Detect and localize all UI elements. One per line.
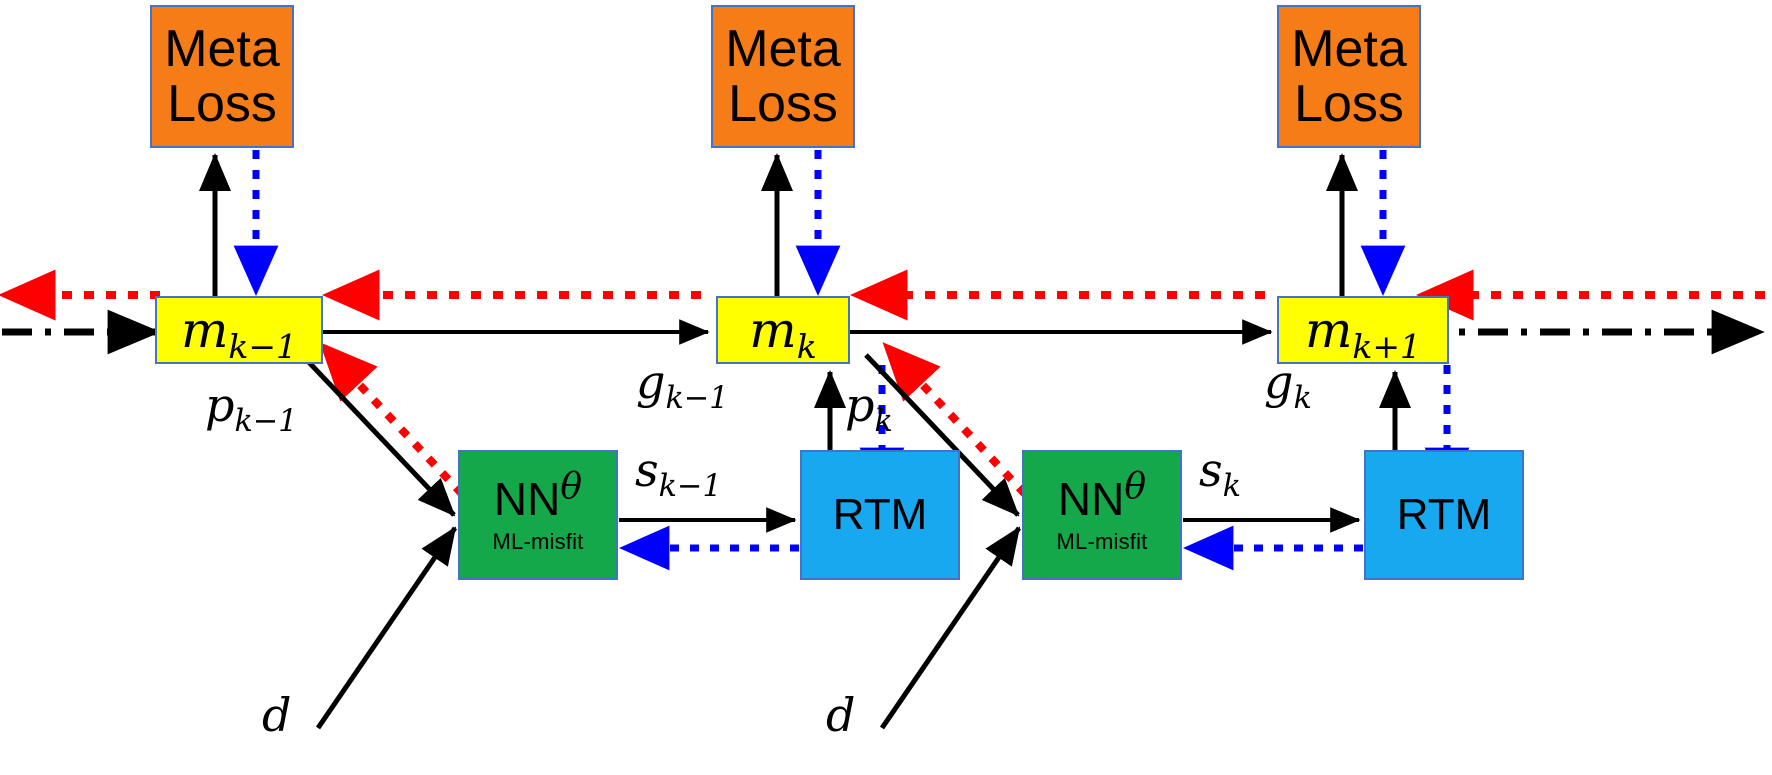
nn-theta-superscript: θ <box>560 467 583 509</box>
edge-label-base: g <box>1264 355 1294 409</box>
edge-label-sub: k−1 <box>658 469 722 505</box>
rtm-box-1[interactable]: RTM <box>800 450 960 580</box>
edge-label-base: s <box>1199 443 1223 497</box>
edge-label-data-2: d <box>826 688 855 742</box>
nn-box-2[interactable]: NNθ ML-misfit <box>1022 450 1182 580</box>
nn-main-label: NNθ <box>493 470 582 526</box>
edge-label-sub: k <box>874 404 893 440</box>
meta-loss-label-line2: Loss <box>728 74 838 133</box>
meta-loss-label-line1: Meta <box>1291 19 1407 78</box>
edge-label-base: d <box>826 688 856 742</box>
meta-loss-label-line1: Meta <box>725 19 841 78</box>
meta-loss-label-line1: Meta <box>164 19 280 78</box>
edge-label-base: s <box>635 443 659 497</box>
edge-label-base: g <box>636 355 666 409</box>
model-label-base: m <box>180 300 229 359</box>
nn-theta-superscript: θ <box>1124 467 1147 509</box>
edge-label-g-k-minus-1: gk−1 <box>636 355 729 414</box>
meta-loss-label-line2: Loss <box>167 74 277 133</box>
edge-label-p-k: pk <box>845 378 893 437</box>
model-label: mk−1 <box>180 300 297 363</box>
arrow-nn-meta-grad-1 <box>319 342 465 497</box>
arrow-data-to-nn-2 <box>879 526 1022 730</box>
rtm-label: RTM <box>832 489 928 539</box>
rtm-label: RTM <box>1396 489 1492 539</box>
meta-loss-box-1[interactable]: Meta Loss <box>150 5 294 148</box>
edge-label-g-k: gk <box>1264 355 1312 414</box>
model-label-sub: k+1 <box>1352 326 1422 366</box>
nn-label-text: NN <box>1057 473 1125 526</box>
meta-loss-box-2[interactable]: Meta Loss <box>711 5 855 148</box>
edge-label-s-k-minus-1: sk−1 <box>635 443 722 502</box>
arrow-metaloss-grad-group <box>233 150 1406 297</box>
model-label: mk <box>749 300 816 363</box>
edge-label-sub: k−1 <box>234 404 298 440</box>
arrow-model-to-nn-2 <box>864 353 1020 517</box>
edge-label-base: p <box>205 378 235 432</box>
arrow-nn-meta-grad-2 <box>882 342 1028 497</box>
arrow-model-to-metaloss-group <box>198 152 1358 296</box>
edge-label-sub: k <box>1222 469 1242 505</box>
edge-label-p-k-minus-1: pk−1 <box>205 378 298 437</box>
arrow-model-to-nn-group <box>300 353 1020 517</box>
arrow-data-to-nn-group <box>315 526 1022 730</box>
model-label-base: m <box>749 300 797 359</box>
edge-label-base: d <box>262 688 292 742</box>
nn-box-1[interactable]: NNθ ML-misfit <box>458 450 618 580</box>
model-box-m-k[interactable]: mk <box>716 296 850 364</box>
edge-label-sub: k−1 <box>665 381 729 417</box>
rtm-box-2[interactable]: RTM <box>1364 450 1524 580</box>
model-box-m-k-plus-1[interactable]: mk+1 <box>1277 296 1449 364</box>
model-label: mk+1 <box>1304 300 1421 363</box>
nn-main-label: NNθ <box>1057 470 1146 526</box>
arrow-model-to-nn-1 <box>300 353 456 517</box>
model-label-base: m <box>1304 300 1353 359</box>
model-label-sub: k <box>796 326 817 366</box>
edge-label-base: p <box>845 378 875 432</box>
meta-loss-label-line2: Loss <box>1294 74 1404 133</box>
model-label-sub: k−1 <box>228 326 298 366</box>
edge-label-data-1: d <box>262 688 291 742</box>
edge-label-s-k: sk <box>1199 443 1241 502</box>
model-box-m-k-minus-1[interactable]: mk−1 <box>155 296 323 364</box>
meta-loss-box-3[interactable]: Meta Loss <box>1277 5 1421 148</box>
nn-label-text: NN <box>493 473 561 526</box>
edge-label-sub: k <box>1293 381 1312 417</box>
nn-subtitle: ML-misfit <box>492 529 584 555</box>
nn-subtitle: ML-misfit <box>1056 529 1148 555</box>
arrow-data-to-nn-1 <box>315 526 458 730</box>
arrow-nn-meta-grad-group <box>319 342 1028 497</box>
